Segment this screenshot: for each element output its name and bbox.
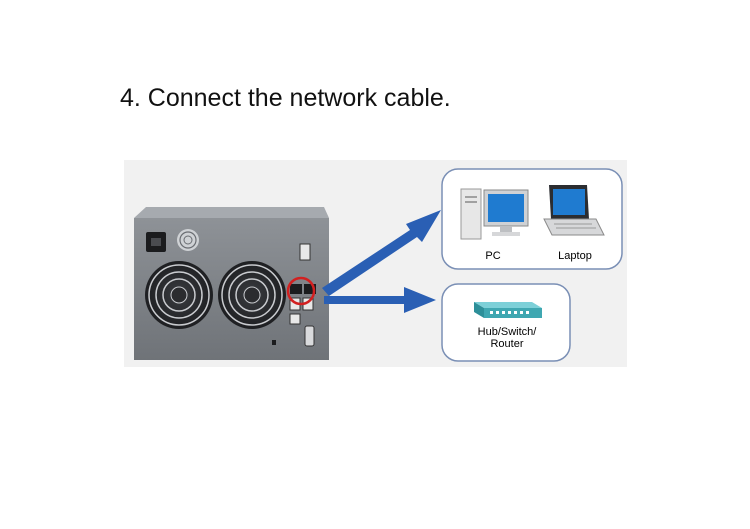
pc-icon (460, 188, 529, 240)
hub-label-line1: Hub/Switch/ (477, 326, 537, 338)
pc-label: PC (485, 250, 501, 262)
arrow-to-hub (324, 287, 436, 313)
hub-switch-router-icon (474, 302, 542, 318)
diagram-svg (134, 168, 623, 362)
fan-left-icon (145, 261, 213, 329)
connection-diagram: PC Laptop Hub/Switch/ Router (124, 160, 627, 367)
nas-top (134, 207, 329, 218)
laptop-icon (543, 185, 605, 236)
fan-right-icon (218, 261, 286, 329)
nas-device (134, 207, 329, 360)
usb-port-icon (299, 243, 311, 261)
hub-label-line2: Router (490, 338, 524, 350)
step-title: 4. Connect the network cable. (120, 84, 451, 112)
arrow-to-computers (322, 210, 441, 296)
laptop-label: Laptop (558, 250, 592, 262)
lan-port-highlight (286, 276, 316, 306)
